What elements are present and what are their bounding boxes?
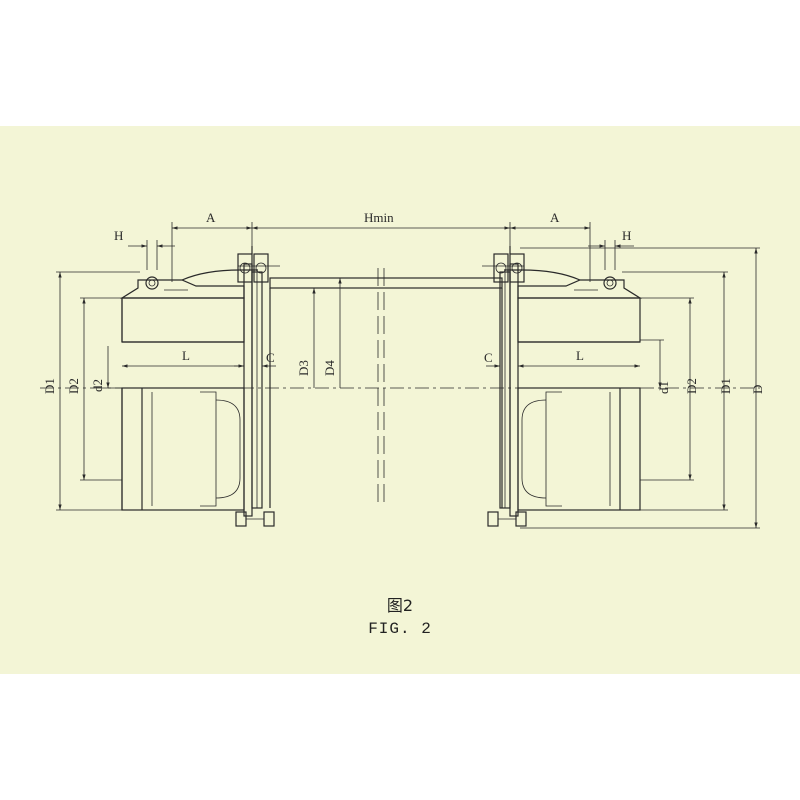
dim-d1-right: D1 (718, 378, 733, 394)
left-hub (121, 297, 245, 511)
right-flange (482, 246, 527, 527)
right-seal (504, 269, 643, 299)
dim-d-right: D (750, 385, 765, 394)
left-flange (235, 246, 280, 527)
dim-d1-small-right: d1 (656, 381, 671, 394)
dim-h-right: H (622, 228, 631, 243)
right-hub (517, 297, 641, 511)
dim-d4: D4 (322, 360, 337, 376)
dim-d2-right: D2 (684, 378, 699, 394)
dim-c-left: C (266, 350, 275, 365)
dim-h-left: H (114, 228, 123, 243)
dimension-lines (40, 222, 760, 529)
dim-c-right: C (484, 350, 493, 365)
dim-d2-small-left: d2 (90, 379, 105, 392)
dim-a-left: A (206, 210, 216, 225)
dim-l-left: L (182, 348, 190, 363)
figure-caption-chinese: 图2 (386, 596, 414, 615)
dim-d1-left: D1 (42, 378, 57, 394)
dim-a-right: A (550, 210, 560, 225)
drawing-background (0, 126, 800, 674)
dim-d2-left: D2 (66, 378, 81, 394)
dim-hmin: Hmin (364, 210, 394, 225)
dim-l-right: L (576, 348, 584, 363)
dim-d3: D3 (296, 360, 311, 376)
figure-caption-english: FIG. 2 (368, 620, 432, 638)
